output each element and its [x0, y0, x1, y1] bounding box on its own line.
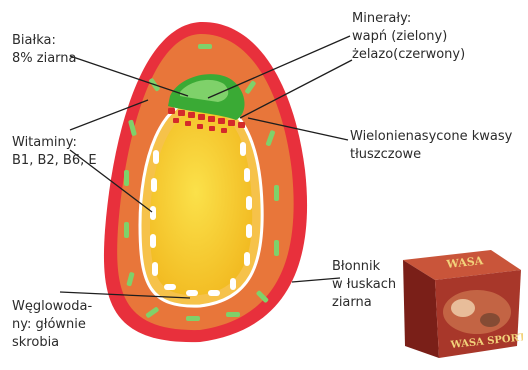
label-mineraly: Minerały: wapń (zielony) żelazo(czerwony…	[352, 10, 465, 64]
label-blonnik: Błonnik w łuskach ziarna	[332, 258, 396, 312]
label-weglowodany: Węglowoda- ny: głównie skrobia	[12, 298, 92, 352]
label-witaminy: Witaminy: B1, B2, B6, E	[12, 134, 97, 170]
package-photo-shadow	[480, 313, 500, 327]
wasa-sport-package-image: WASA WASA SPORT	[395, 250, 523, 362]
package-photo-highlight	[451, 299, 475, 317]
label-kwasy: Wielonienasycone kwasy tłuszczowe	[350, 128, 512, 164]
label-bialka: Białka: 8% ziarna	[12, 32, 76, 68]
